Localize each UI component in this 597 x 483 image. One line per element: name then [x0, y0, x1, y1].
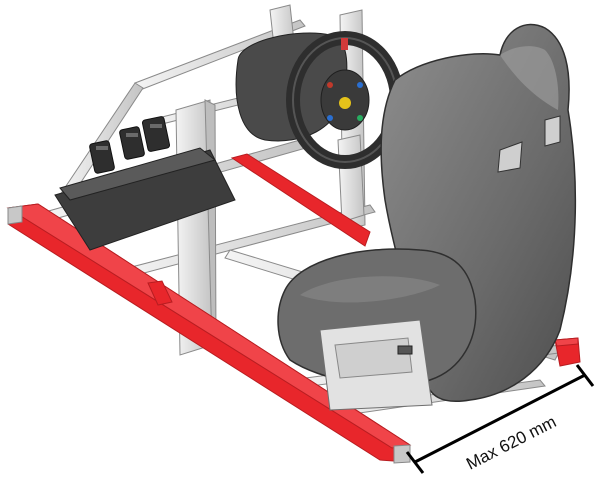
pedal-set-icon — [54, 116, 236, 251]
dimension-tick-left — [405, 451, 425, 474]
seat-icon — [277, 23, 577, 411]
dimension-tick-right — [575, 364, 595, 387]
steering-wheel-icon — [235, 31, 404, 169]
dimension-label: Max 620 mm — [463, 412, 559, 474]
highlighted-base-rails — [6, 153, 581, 464]
dimension-line — [414, 373, 586, 464]
